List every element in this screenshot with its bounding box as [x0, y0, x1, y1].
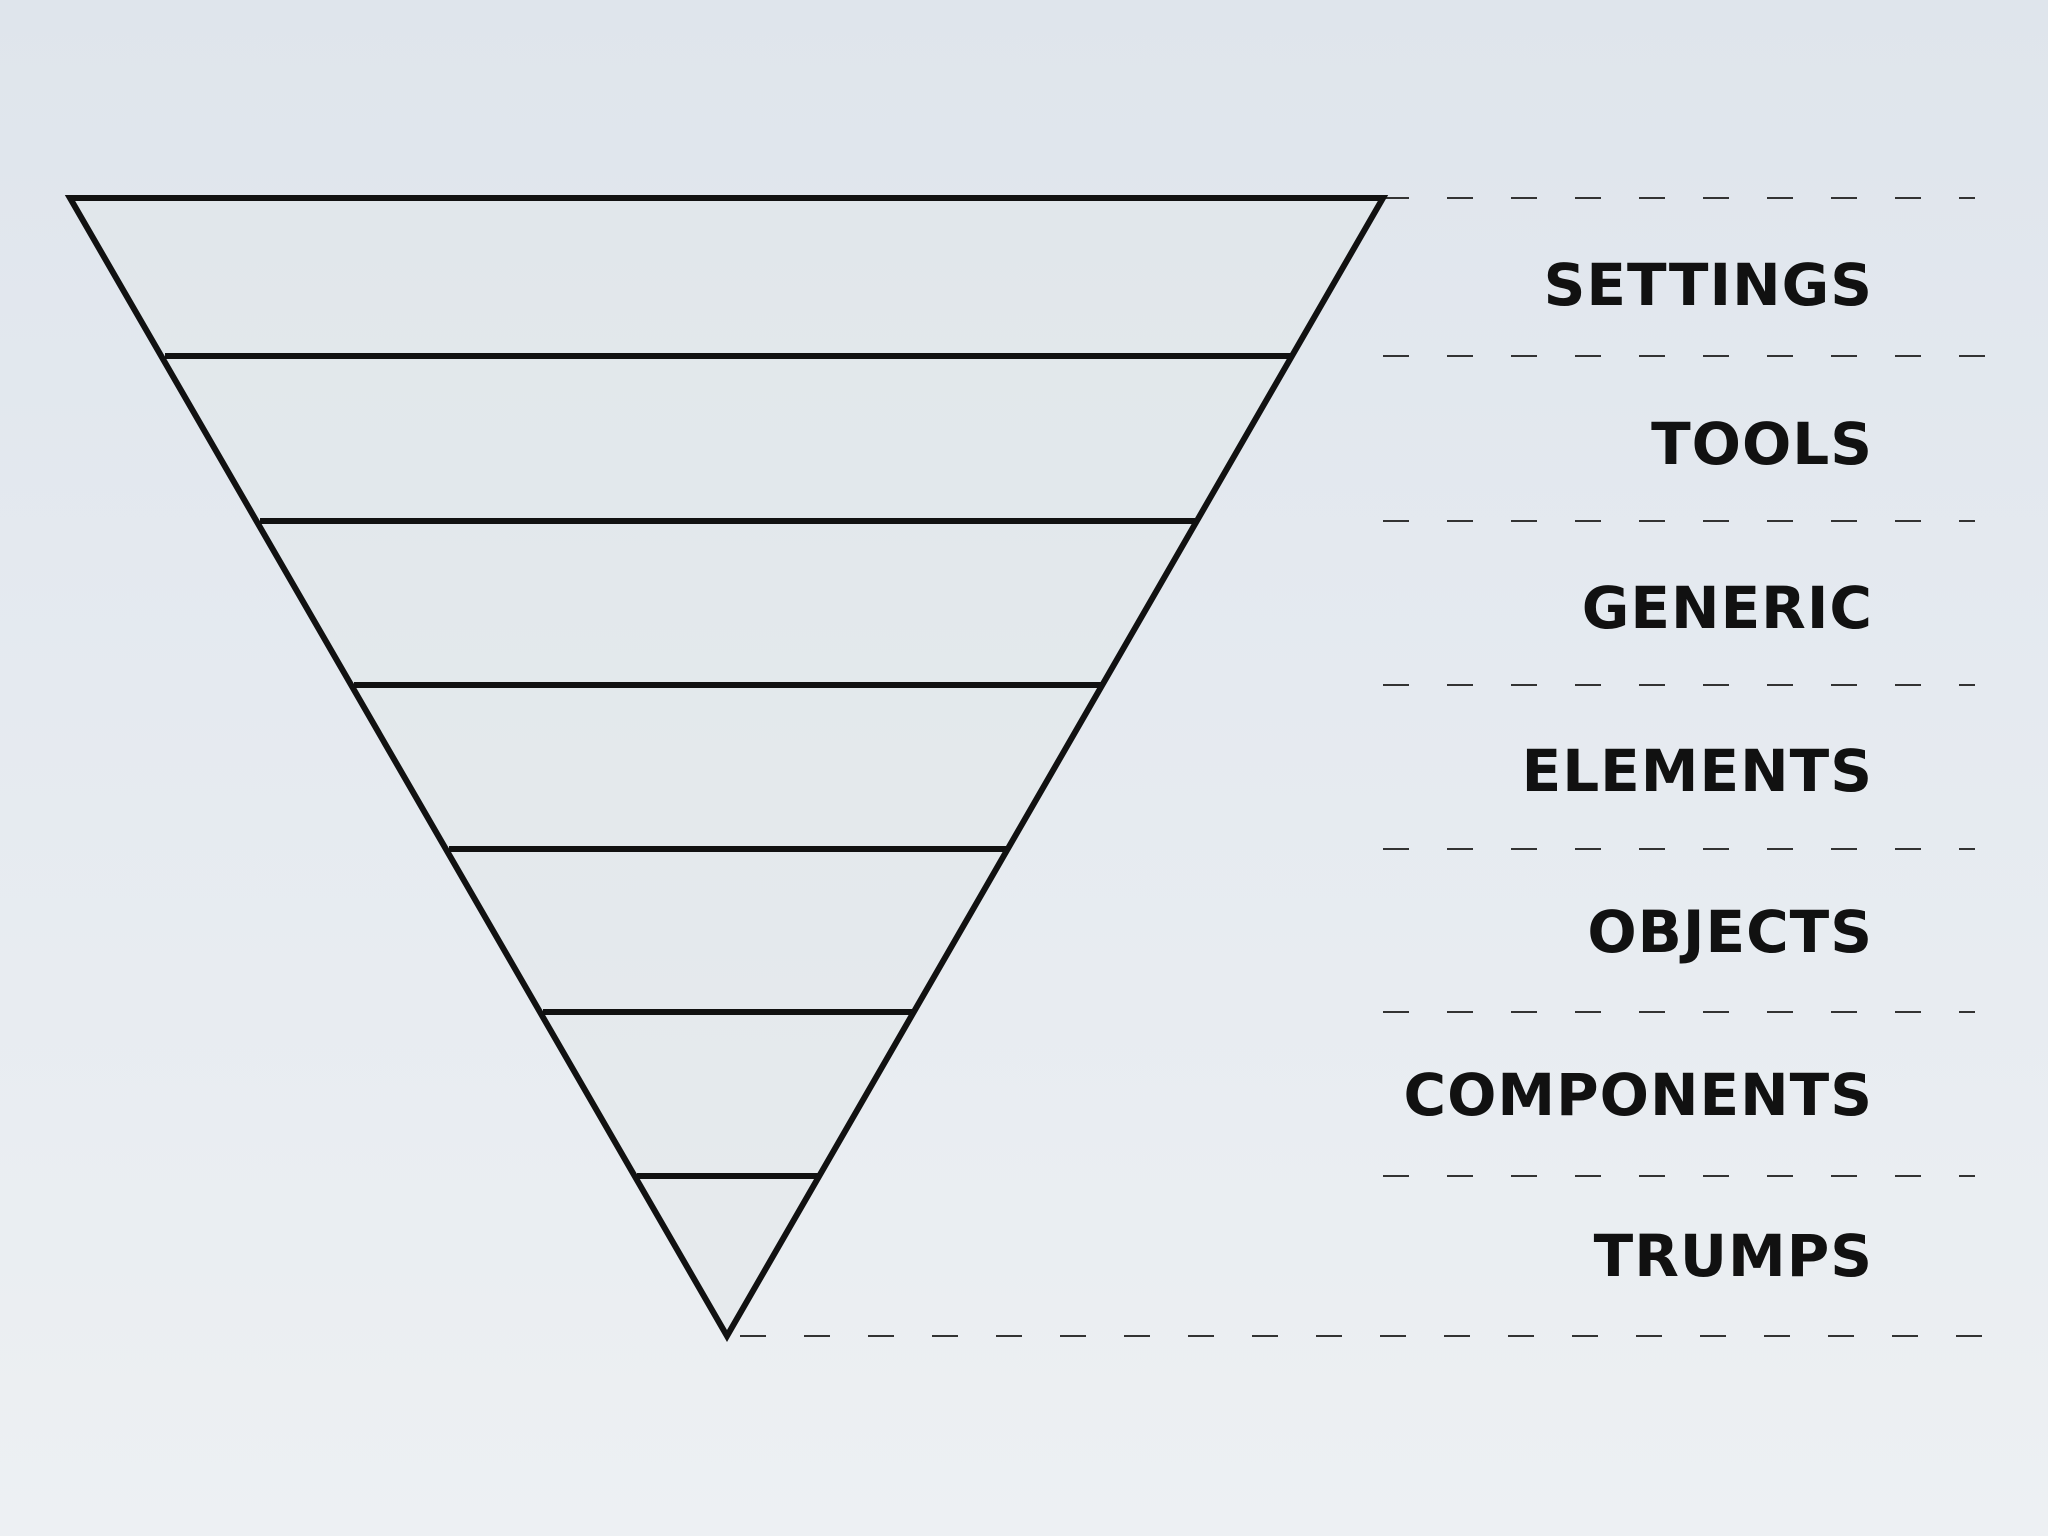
layer-label-tools: TOOLS [1651, 410, 1873, 478]
layer-divider-lines [165, 353, 1292, 1179]
layer-label-components: COMPONENTS [1403, 1061, 1873, 1129]
dashed-guide-lines [740, 197, 1985, 1337]
layer-label-elements: ELEMENTS [1521, 737, 1873, 805]
layer-label-settings: SETTINGS [1543, 251, 1873, 319]
layer-label-objects: OBJECTS [1587, 898, 1873, 966]
layer-label-generic: GENERIC [1581, 574, 1873, 642]
triangle-fill [70, 198, 1383, 1336]
layer-label-trumps: TRUMPS [1593, 1222, 1873, 1290]
triangle-outline [64, 195, 1389, 1343]
